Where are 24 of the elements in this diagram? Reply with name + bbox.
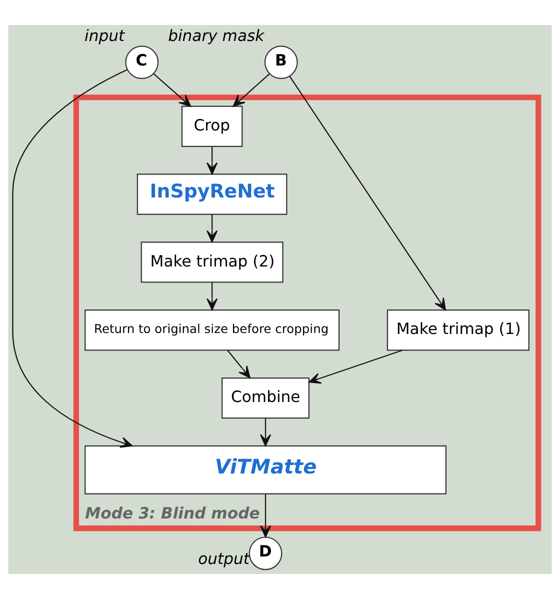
node-box: ViTMatte (84, 445, 446, 494)
node-box: Make trimap (2) (140, 242, 284, 283)
arrow (227, 350, 250, 378)
arrow (12, 69, 133, 448)
arrow (260, 494, 272, 538)
node-circle: C (125, 46, 159, 79)
node-circle: B (264, 46, 298, 79)
node-label: output (198, 550, 250, 568)
node-box: Make trimap (1) (386, 310, 530, 351)
arrow (153, 73, 192, 107)
node-box: Return to original size before cropping (84, 310, 340, 351)
arrow (206, 146, 218, 175)
arrow (308, 350, 403, 384)
arrow (232, 73, 270, 107)
arrow (206, 282, 218, 310)
node-box: Crop (181, 106, 243, 147)
arrow (289, 76, 446, 310)
node-label: input (84, 26, 125, 45)
node-circle: D (248, 536, 282, 570)
arrow (206, 214, 218, 242)
node-box: InSpyReNet (136, 174, 288, 215)
node-box: Combine (222, 377, 310, 419)
node-label: binary mask (168, 26, 264, 45)
arrow (260, 418, 272, 446)
